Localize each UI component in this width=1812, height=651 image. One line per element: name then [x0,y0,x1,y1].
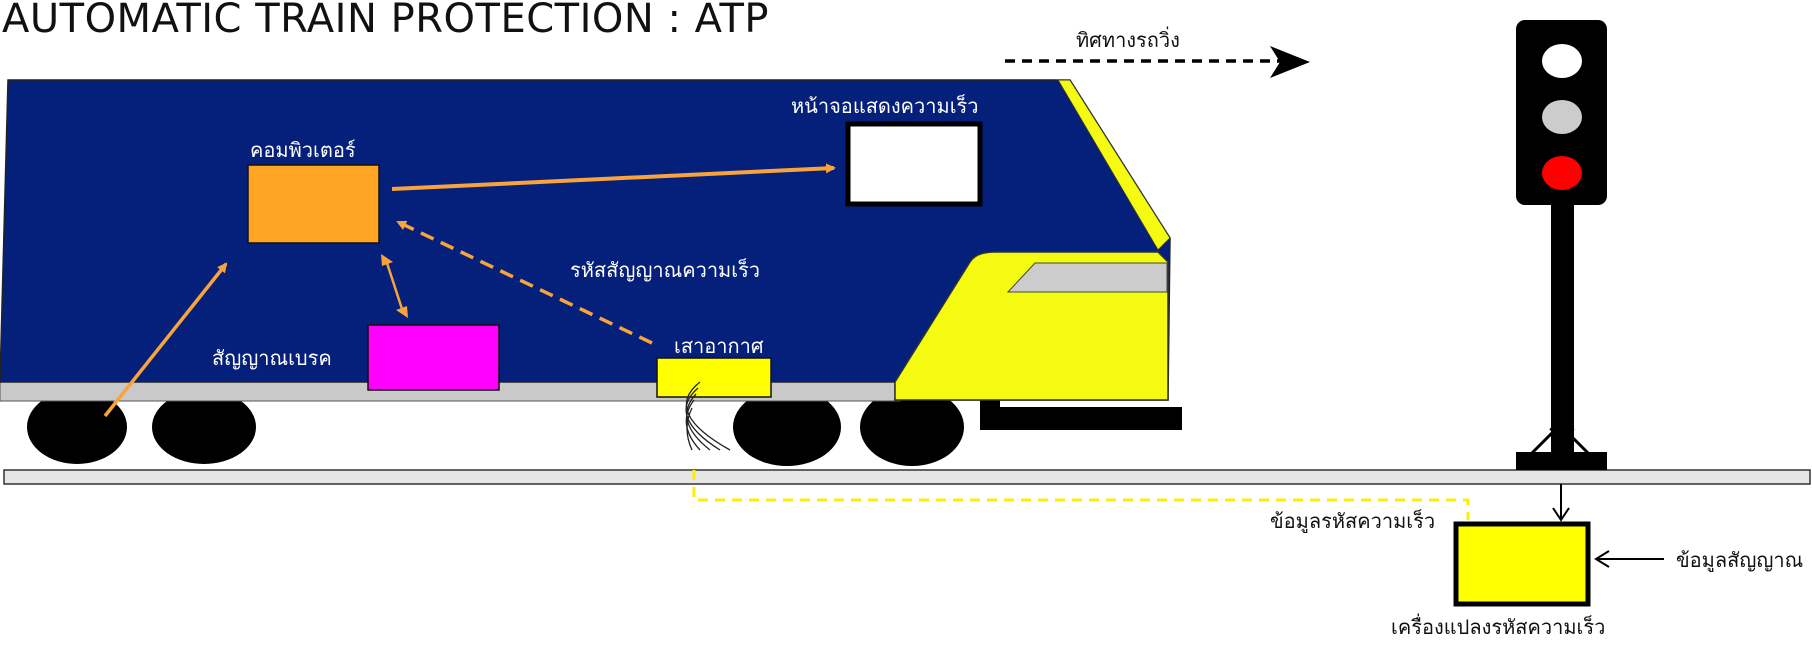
computer-label: คอมพิวเตอร์ [250,138,356,162]
speed-code-label: รหัสสัญญาณความเร็ว [570,258,761,282]
signal-down-arrow [1552,484,1570,522]
train-window [1006,262,1168,293]
brake-signal-label: สัญญาณเบรค [212,346,332,370]
speed-display-box [845,121,983,207]
page-title: AUTOMATIC TRAIN PROTECTION : ATP [2,0,769,42]
train-nose-stripe [1057,79,1171,251]
rail-track [3,469,1811,485]
signal-data-arrow [1594,550,1664,568]
train-wheels [27,388,964,466]
speed-display-label: หน้าจอแสดงความเร็ว [791,94,979,118]
signal-data-label: ข้อมูลสัญญาณ [1676,548,1804,572]
speed-code-converter-label: เครื่องแปลงรหัสความเร็ว [1391,615,1606,639]
antenna-box [656,357,772,398]
speed-code-converter-box [1453,521,1591,607]
speed-code-data-line [692,470,1470,520]
computer-box [247,164,380,244]
signal-post [1516,20,1607,470]
direction-arrow [1005,46,1310,78]
speed-code-data-label: ข้อมูลรหัสความเร็ว [1270,509,1436,533]
direction-label: ทิศทางรถวิ่ง [1076,28,1180,52]
train-front-beam [980,407,1182,430]
antenna-waves [685,381,731,451]
orange-arrows [103,163,836,418]
antenna-label: เสาอากาศ [674,334,764,358]
brake-box [367,324,500,391]
